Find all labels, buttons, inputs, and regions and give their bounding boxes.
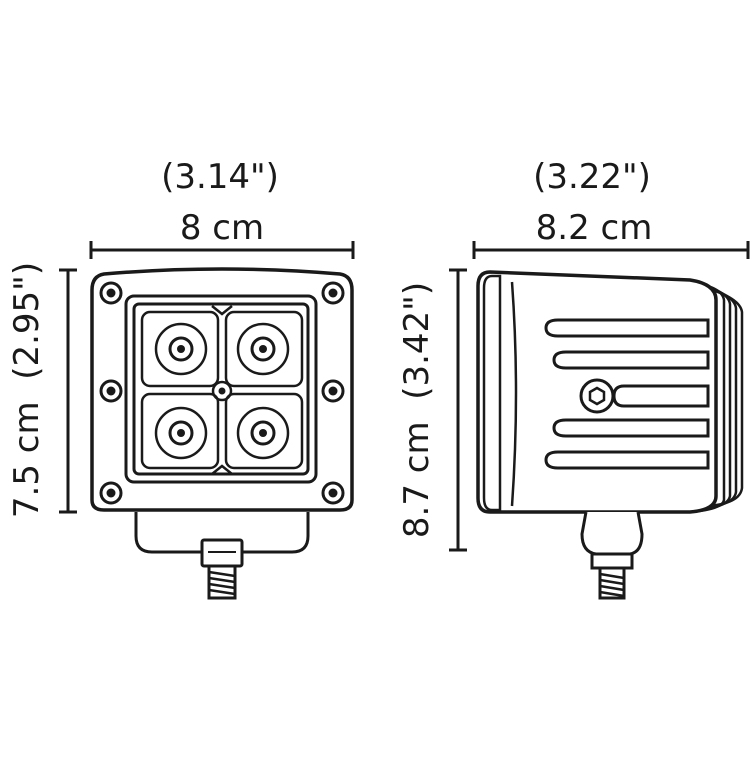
led-bottom-right: [236, 406, 290, 460]
side-mount-block: [580, 511, 644, 556]
side-width-dimension: (3.22") 8.2 cm: [472, 157, 750, 259]
notch-top: [211, 305, 233, 316]
led-bottom-left: [154, 406, 208, 460]
front-width-inches: (3.14"): [161, 157, 279, 197]
center-screw-icon: [211, 380, 233, 402]
reflector-bottom-right: [224, 392, 304, 470]
side-width-cm: 8.2 cm: [536, 208, 653, 248]
side-width-inches: (3.22"): [533, 157, 651, 197]
front-view-light: [90, 267, 354, 600]
side-panel-curve: [510, 281, 518, 507]
side-grooves: [544, 318, 710, 470]
reflector-top-left: [140, 310, 220, 388]
front-height-label: 7.5 cm (2.95"): [7, 262, 47, 518]
front-housing: [90, 267, 354, 512]
hex-bolt-icon: [579, 378, 615, 414]
side-bezel-edge: [482, 274, 502, 512]
side-view-light: [476, 270, 744, 600]
front-stud-threads: [208, 570, 236, 596]
front-width-cm: 8 cm: [180, 208, 264, 248]
front-width-dimension: (3.14") 8 cm: [89, 157, 355, 259]
front-height-dimension: 7.5 cm (2.95"): [7, 262, 77, 518]
front-bezel: [124, 294, 318, 484]
side-stud-threads: [599, 572, 625, 598]
led-top-left: [154, 322, 208, 376]
notch-bottom: [211, 464, 233, 475]
front-lens: [132, 302, 310, 476]
reflector-bottom-left: [140, 392, 220, 470]
reflector-top-right: [224, 310, 304, 388]
led-top-right: [236, 322, 290, 376]
side-height-dimension: 8.7 cm (3.42"): [397, 268, 467, 552]
side-mount-nut: [590, 552, 634, 570]
side-height-label: 8.7 cm (3.42"): [397, 282, 437, 538]
bolt-icons: [99, 281, 345, 505]
